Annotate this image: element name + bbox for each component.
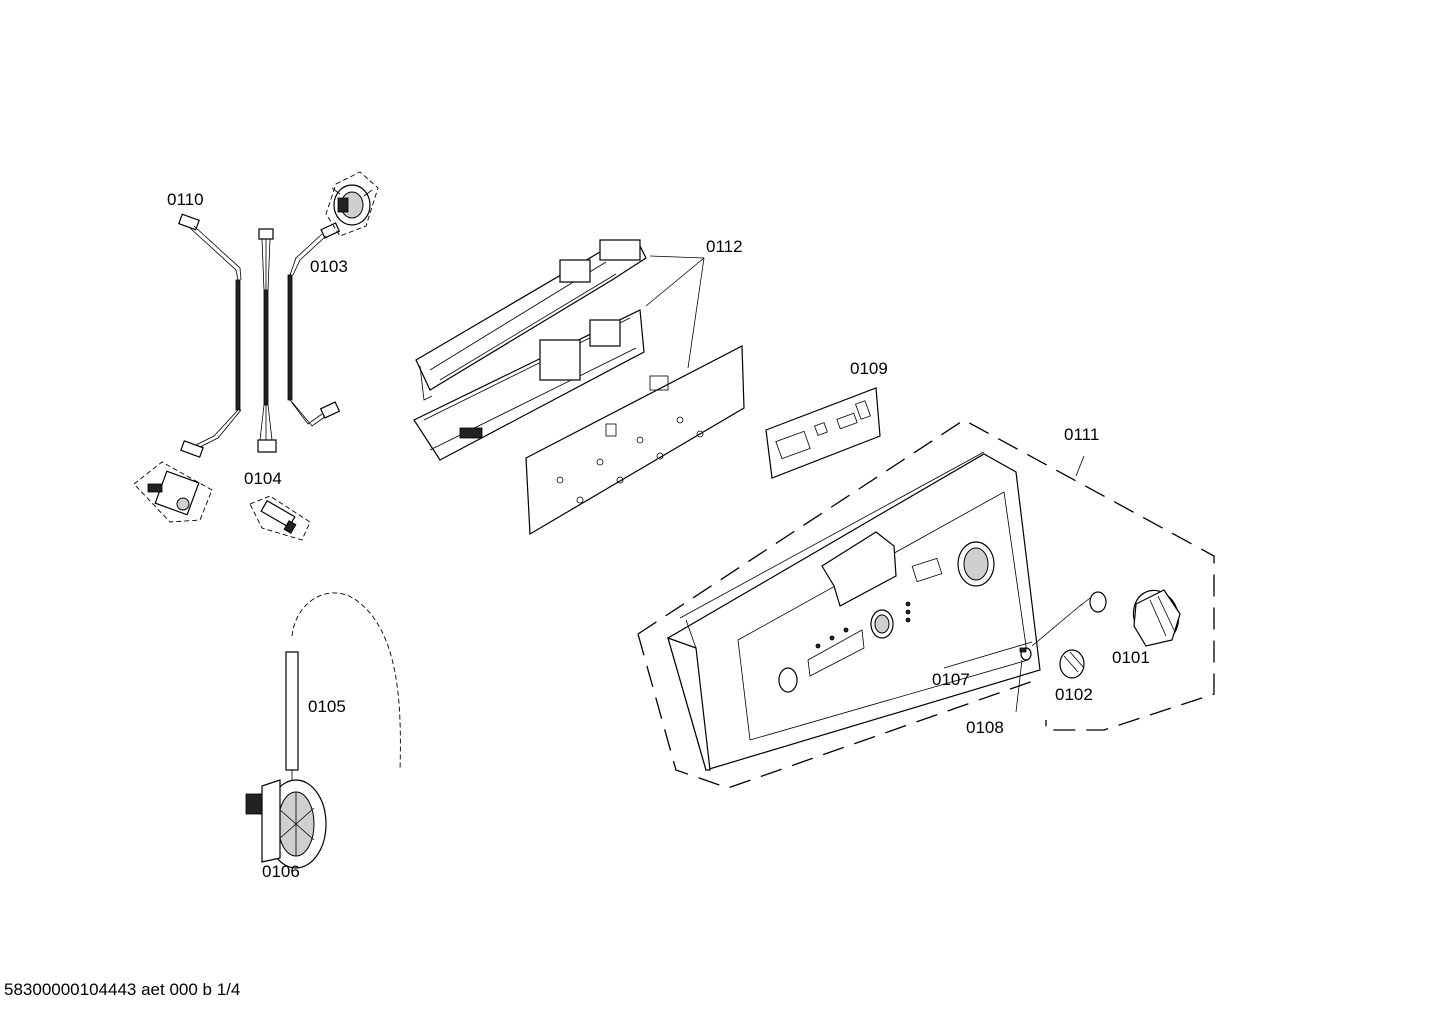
knob-parts — [943, 589, 1181, 713]
control-panel-part — [637, 419, 1215, 789]
label-0101: 0101 — [1112, 648, 1150, 667]
label-0109: 0109 — [850, 359, 888, 378]
label-0111: 0111 — [1064, 425, 1099, 444]
label-0104: 0104 — [244, 469, 282, 488]
pressure-switch-part — [245, 592, 401, 869]
label-0102: 0102 — [1055, 685, 1093, 704]
label-0103: 0103 — [310, 257, 348, 276]
label-0105: 0105 — [308, 697, 346, 716]
sensor-part — [249, 495, 311, 541]
selector-switch-part — [325, 171, 379, 237]
display-board-part — [765, 387, 881, 479]
rotary-switch-part — [133, 461, 213, 523]
label-0107: 0107 — [932, 670, 970, 689]
label-0106: 0106 — [262, 862, 300, 881]
label-0110: 0110 — [167, 190, 204, 209]
label-0112: 0112 — [706, 237, 743, 256]
label-0108: 0108 — [966, 718, 1004, 737]
wiring-harness-group — [178, 213, 341, 458]
drawing-reference: 58300000104443 aet 000 b 1/4 — [4, 980, 241, 999]
electronic-module-part — [413, 239, 745, 536]
